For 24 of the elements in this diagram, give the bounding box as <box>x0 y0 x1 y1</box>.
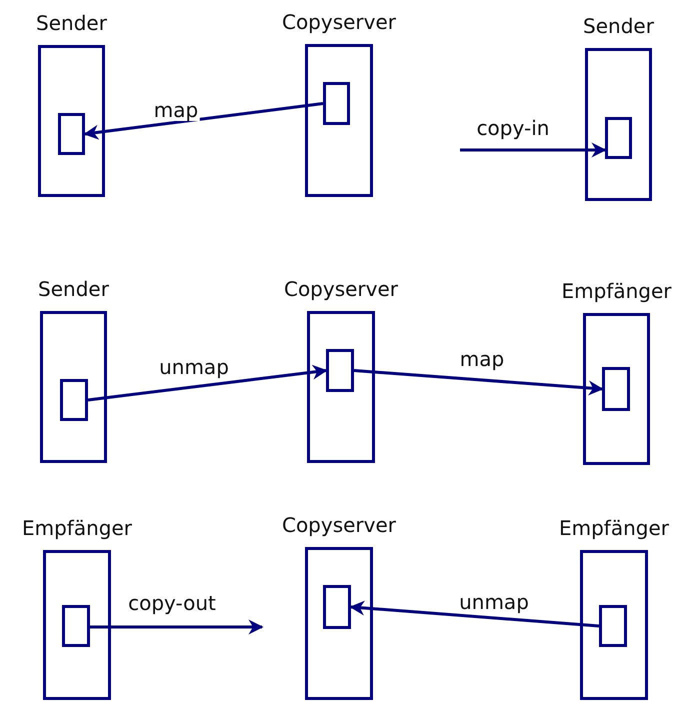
node-heading: Empfänger <box>559 516 669 540</box>
arrow <box>350 600 600 628</box>
inner-box <box>323 585 351 629</box>
inner-box <box>60 379 88 421</box>
inner-box <box>58 113 85 155</box>
arrow <box>90 620 264 634</box>
arrow <box>88 364 328 402</box>
node-heading: Copyserver <box>282 10 396 34</box>
node-heading: Sender <box>36 11 107 35</box>
node-heading: Empfänger <box>22 516 132 540</box>
node-heading: Copyserver <box>284 277 398 301</box>
inner-box <box>605 117 632 159</box>
node-heading: Copyserver <box>282 513 396 537</box>
arrow <box>460 142 606 158</box>
node-heading: Empfänger <box>562 279 672 303</box>
inner-box <box>602 367 630 411</box>
node-heading: Sender <box>583 14 654 38</box>
arrow <box>354 369 604 396</box>
arrow <box>84 102 324 140</box>
inner-box <box>326 349 354 392</box>
inner-box <box>323 82 350 125</box>
node-heading: Sender <box>38 277 109 301</box>
inner-box <box>62 605 90 647</box>
inner-box <box>599 605 627 647</box>
